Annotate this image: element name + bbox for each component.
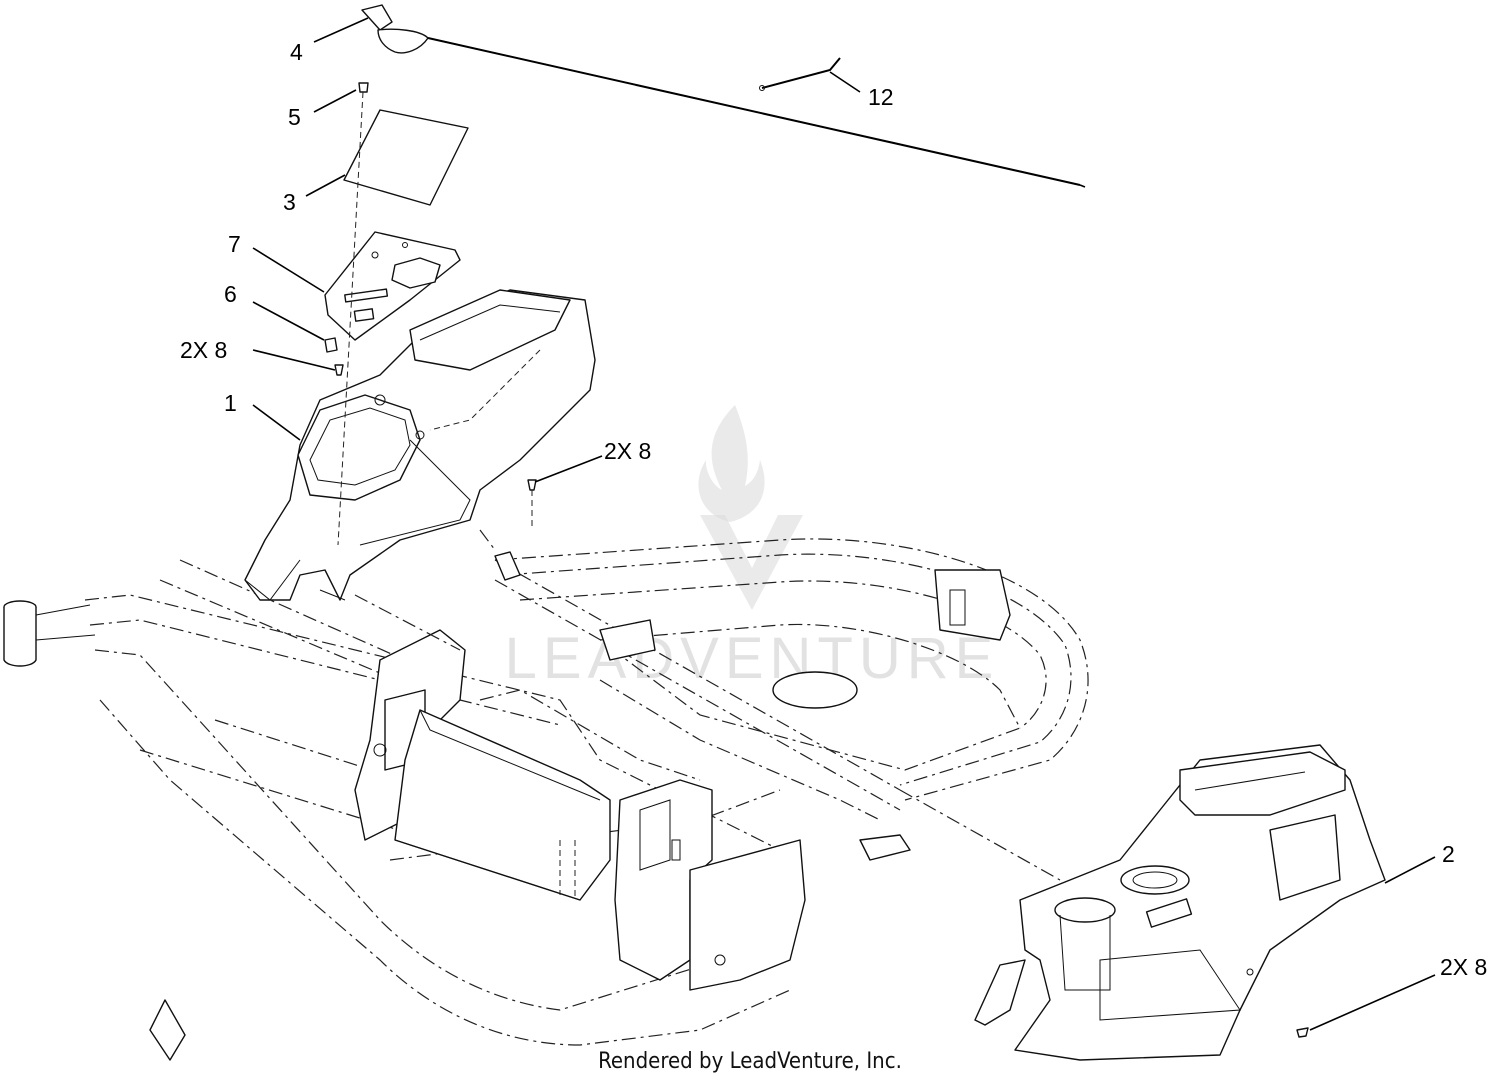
callout-5: 5 [288, 104, 301, 130]
callout-labels: 4 5 3 7 6 2X 8 1 2X 8 12 2 2X 8 [180, 39, 1487, 980]
callout-1: 1 [224, 390, 237, 416]
hardware [324, 82, 1309, 1038]
dipstick-part-4 [361, 4, 1086, 188]
callout-2: 2 [1442, 841, 1455, 867]
console-part-1 [244, 289, 596, 601]
callout-8-right: 2X 8 [1440, 954, 1487, 980]
frame-assembly [3, 538, 1089, 1061]
callout-3: 3 [283, 189, 296, 215]
watermark: LEADVENTURE [505, 405, 1000, 691]
callout-6: 6 [224, 281, 237, 307]
assembly-lines [354, 529, 1061, 881]
callout-4: 4 [290, 39, 303, 65]
callout-12: 12 [868, 84, 894, 110]
console-part-2 [974, 744, 1386, 1061]
callout-8-mid: 2X 8 [604, 438, 651, 464]
watermark-flame-icon [698, 405, 765, 522]
footer-credit: Rendered by LeadVenture, Inc. [598, 1049, 902, 1074]
leader-lines [252, 17, 1436, 1031]
control-plate-part-7 [324, 231, 461, 341]
decal-part-3 [343, 109, 469, 206]
callout-8-left: 2X 8 [180, 337, 227, 363]
callout-7: 7 [228, 231, 241, 257]
cable-part-12 [759, 57, 841, 91]
watermark-text: LEADVENTURE [505, 626, 1000, 691]
watermark-v-icon [700, 515, 803, 610]
